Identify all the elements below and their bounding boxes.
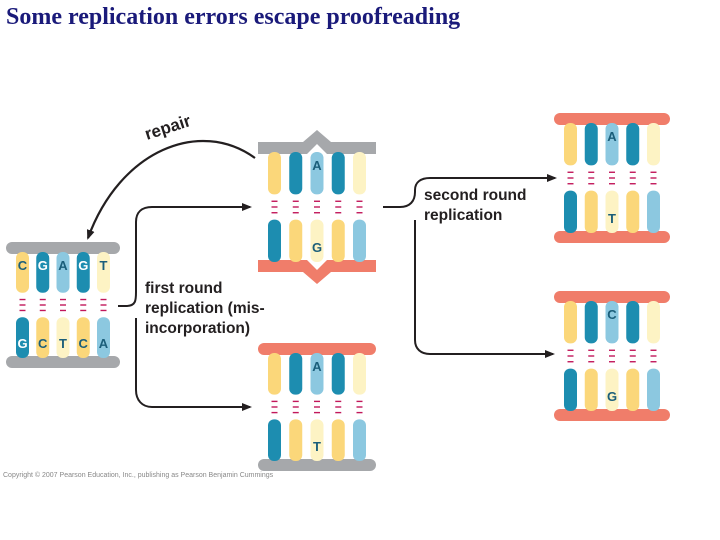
base-bar: [97, 252, 110, 293]
base-bar: [310, 152, 324, 195]
base-letter: C: [79, 336, 89, 351]
base-bar: [331, 353, 345, 395]
base-bar: [331, 152, 345, 195]
base-bar: [310, 419, 324, 461]
base-bar: [605, 368, 619, 411]
first-round-label: first round replication (mis- incorporat…: [145, 280, 269, 337]
base-bar: [310, 219, 324, 262]
dna-duplex-first-lower: AT: [258, 343, 376, 471]
base-bar: [584, 123, 598, 166]
base-bar: [564, 190, 577, 233]
base-letter: T: [100, 258, 108, 273]
base-bar: [605, 123, 619, 166]
bottom-strand: [258, 459, 376, 471]
base-bar: [289, 219, 303, 262]
base-bar: [331, 419, 345, 461]
base-letter: T: [608, 211, 616, 226]
base-letter: G: [17, 336, 27, 351]
base-letter: G: [78, 258, 88, 273]
repair-label: repair: [142, 111, 193, 144]
dna-duplex-second-top: AT: [554, 113, 670, 243]
base-letter: A: [99, 336, 109, 351]
base-letter: C: [607, 307, 617, 322]
base-bar: [289, 353, 303, 395]
second-round-bracket-lower: [414, 220, 555, 358]
base-bar: [56, 252, 70, 293]
base-bar: [268, 152, 281, 195]
base-letter: T: [59, 336, 67, 351]
base-bar: [605, 190, 619, 233]
base-bar: [647, 301, 660, 344]
base-letter: G: [312, 240, 322, 255]
base-letter: A: [312, 158, 322, 173]
top-strand: [258, 130, 376, 154]
base-letter: A: [607, 129, 617, 144]
base-bar: [584, 368, 598, 411]
base-letter: A: [58, 258, 68, 273]
base-bar: [605, 301, 619, 344]
base-bar: [647, 190, 660, 233]
base-bar: [36, 317, 50, 358]
base-bar: [626, 190, 640, 233]
base-bar: [647, 123, 660, 166]
base-letter: T: [313, 439, 321, 454]
base-bar: [647, 368, 660, 411]
base-bar: [626, 368, 640, 411]
base-bar: [268, 419, 281, 461]
base-letter: G: [38, 258, 48, 273]
top-strand: [6, 242, 120, 254]
base-bar: [353, 219, 366, 262]
base-bar: [353, 152, 366, 195]
base-letter: C: [18, 258, 28, 273]
base-bar: [310, 353, 324, 395]
dna-duplex-mismatch: AG: [258, 130, 376, 284]
first-round-bracket-lower: [135, 318, 252, 411]
top-strand: [554, 113, 670, 125]
base-bar: [289, 152, 303, 195]
top-strand: [258, 343, 376, 355]
base-bar: [331, 219, 345, 262]
base-bar: [353, 419, 366, 461]
base-bar: [76, 252, 90, 293]
base-letter: A: [312, 359, 322, 374]
first-round-bracket: [118, 203, 252, 307]
base-bar: [626, 123, 640, 166]
base-letter: G: [607, 389, 617, 404]
base-bar: [56, 317, 70, 358]
base-bar: [36, 252, 50, 293]
base-bar: [16, 317, 29, 358]
base-bar: [564, 123, 577, 166]
second-round-bracket: [383, 174, 557, 208]
base-bar: [289, 419, 303, 461]
dna-duplex-second-bottom: CG: [554, 291, 670, 421]
top-strand: [554, 291, 670, 303]
base-bar: [584, 301, 598, 344]
base-bar: [268, 353, 281, 395]
base-bar: [97, 317, 110, 358]
base-bar: [353, 353, 366, 395]
repair-arrow: [86, 140, 256, 240]
bottom-strand: [554, 231, 670, 243]
base-bar: [16, 252, 29, 293]
base-bar: [268, 219, 281, 262]
base-bar: [626, 301, 640, 344]
slide-title: Some replication errors escape proofread…: [6, 4, 461, 30]
base-bar: [76, 317, 90, 358]
base-bar: [584, 190, 598, 233]
bottom-strand: [258, 260, 376, 284]
base-bar: [564, 368, 577, 411]
base-bar: [564, 301, 577, 344]
bottom-strand: [554, 409, 670, 421]
copyright-notice: Copyright © 2007 Pearson Education, Inc.…: [3, 472, 274, 479]
base-letter: C: [38, 336, 48, 351]
second-round-label: second round replication: [424, 187, 531, 224]
bottom-strand: [6, 356, 120, 368]
